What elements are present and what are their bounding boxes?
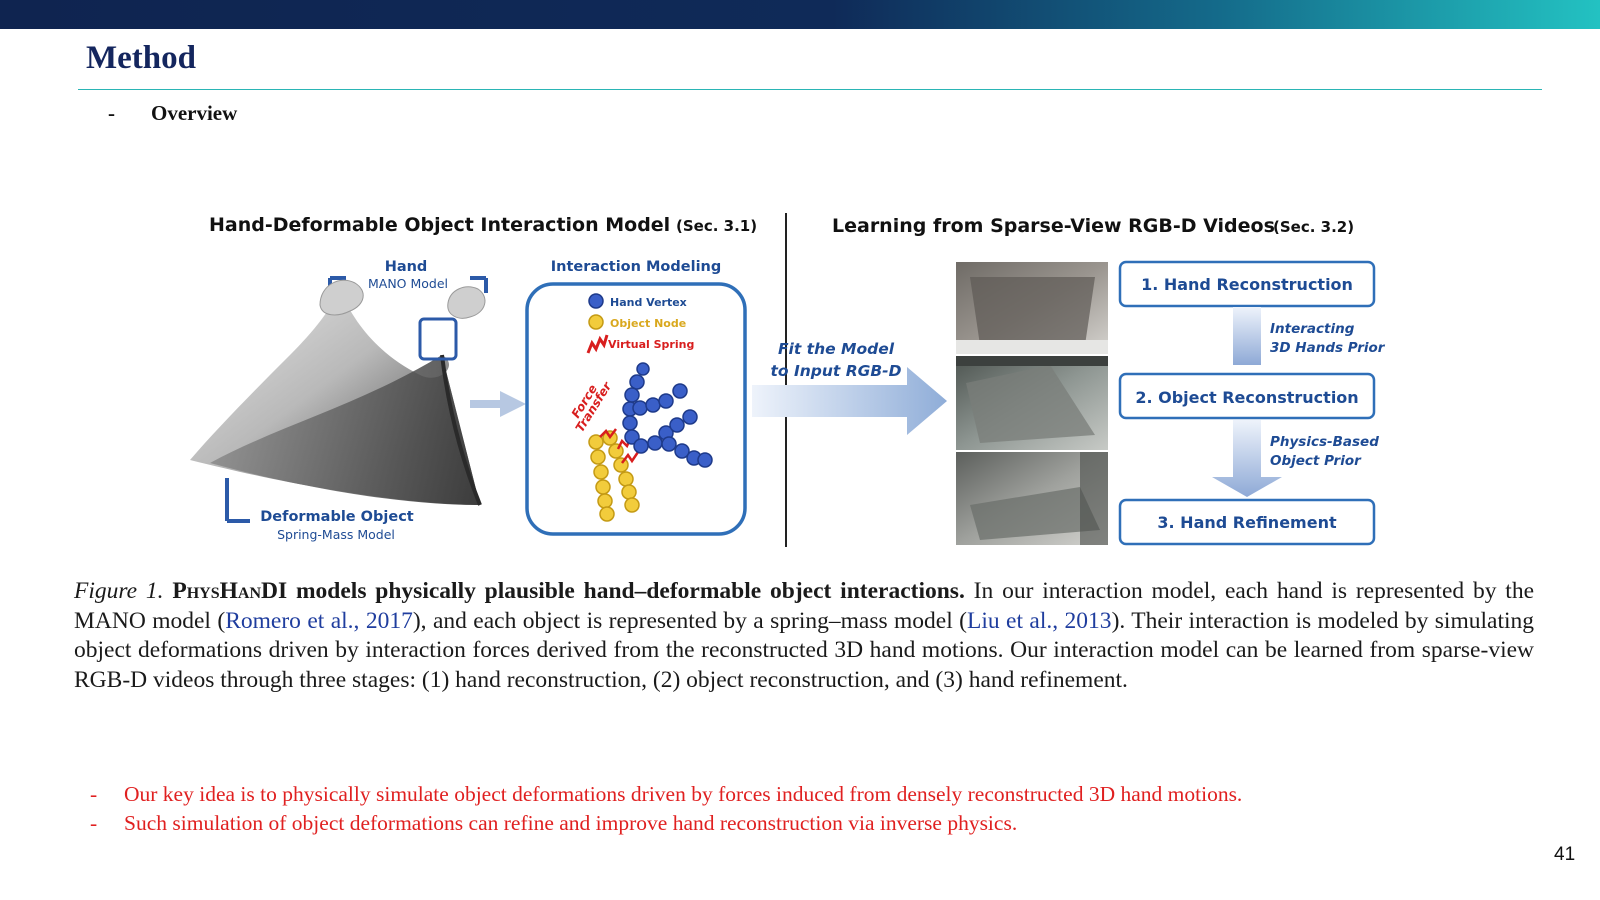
key-idea-note: - Our key idea is to physically simulate… <box>90 782 1242 807</box>
object-label: Deformable Object <box>260 509 414 525</box>
right-panel-title: Learning from Sparse-View RGB-D Videos <box>832 215 1275 237</box>
interaction-modeling-box <box>525 282 747 536</box>
stage-2-box <box>1118 372 1376 420</box>
legend-hand-vertex: Hand Vertex <box>610 296 687 309</box>
page-number: 41 <box>1554 844 1576 865</box>
title-divider <box>78 89 1542 90</box>
caption-text-2: ), and each object is represented by a s… <box>412 607 968 634</box>
method-figure: Hand-Deformable Object Interaction Model… <box>190 213 1386 547</box>
legend-object-node: Object Node <box>610 317 686 330</box>
legend-virtual-spring: Virtual Spring <box>608 338 694 351</box>
stage-1-label: 1. Hand Reconstruction <box>1141 275 1353 294</box>
caption-bold-summary: models physically plausible hand–deforma… <box>295 578 965 604</box>
down-arrow-2 <box>1212 420 1282 497</box>
prior-2-line-2: Object Prior <box>1270 453 1362 469</box>
stage-2-label: 2. Object Reconstruction <box>1135 388 1358 407</box>
bullet-dash: - <box>90 782 98 806</box>
particle-diagram <box>588 362 713 522</box>
left-panel-title: Hand-Deformable Object Interaction Model <box>209 214 670 236</box>
key-idea-text: Our key idea is to physically simulate o… <box>124 782 1243 806</box>
stage-3-label: 3. Hand Refinement <box>1157 513 1337 532</box>
hand-label: Hand <box>385 259 428 275</box>
inverse-physics-text: Such simulation of object deformations c… <box>124 811 1018 835</box>
caption-text-1: In our interaction model, each hand is r… <box>74 578 1535 634</box>
caption-citation-liu[interactable]: Liu et al., 2013 <box>967 607 1112 634</box>
down-arrow-1 <box>1233 307 1261 365</box>
caption-citation-romero[interactable]: Romero et al., 2017 <box>225 607 413 634</box>
video-frame-1 <box>956 262 1108 354</box>
prior-1-line-2: 3D Hands Prior <box>1270 340 1386 356</box>
bullet-overview: - Overview <box>108 101 237 126</box>
hand-sublabel: MANO Model <box>368 276 448 291</box>
interaction-modeling-title: Interaction Modeling <box>551 259 722 275</box>
stage-3-box <box>1118 498 1376 546</box>
video-frame-3 <box>956 452 1108 545</box>
inverse-physics-note: - Such simulation of object deformations… <box>90 811 1017 836</box>
bullet-dash: - <box>108 101 115 125</box>
legend-virtual-spring-icon <box>586 334 609 354</box>
video-frame-2 <box>956 356 1108 450</box>
top-banner <box>0 0 1600 29</box>
legend-hand-vertex-icon <box>588 293 604 309</box>
stage-1-box <box>1118 260 1376 308</box>
figure-caption: Figure 1. PhysHanDI models physically pl… <box>74 577 1534 695</box>
legend-object-node-icon <box>588 314 604 330</box>
hand-object-illustration <box>190 276 526 523</box>
prior-1-line-1: Interacting <box>1270 321 1355 337</box>
right-panel-section: (Sec. 3.2) <box>1273 218 1354 236</box>
prior-2-line-1: Physics-Based <box>1270 434 1379 450</box>
fit-model-label-1: Fit the Model <box>778 340 895 358</box>
left-panel-section: (Sec. 3.1) <box>676 217 757 235</box>
bullet-overview-text: Overview <box>151 101 238 125</box>
fit-model-arrow <box>752 367 947 435</box>
object-sublabel: Spring-Mass Model <box>277 527 395 542</box>
caption-figure-label: Figure 1. <box>74 578 164 604</box>
bullet-dash: - <box>90 811 98 835</box>
caption-text-3: ). Their interaction is modeled by simul… <box>74 607 1534 693</box>
fit-model-label-2: to Input RGB-D <box>771 362 902 380</box>
caption-method-name: PhysHanDI <box>172 578 288 604</box>
slide-title: Method <box>86 40 196 76</box>
